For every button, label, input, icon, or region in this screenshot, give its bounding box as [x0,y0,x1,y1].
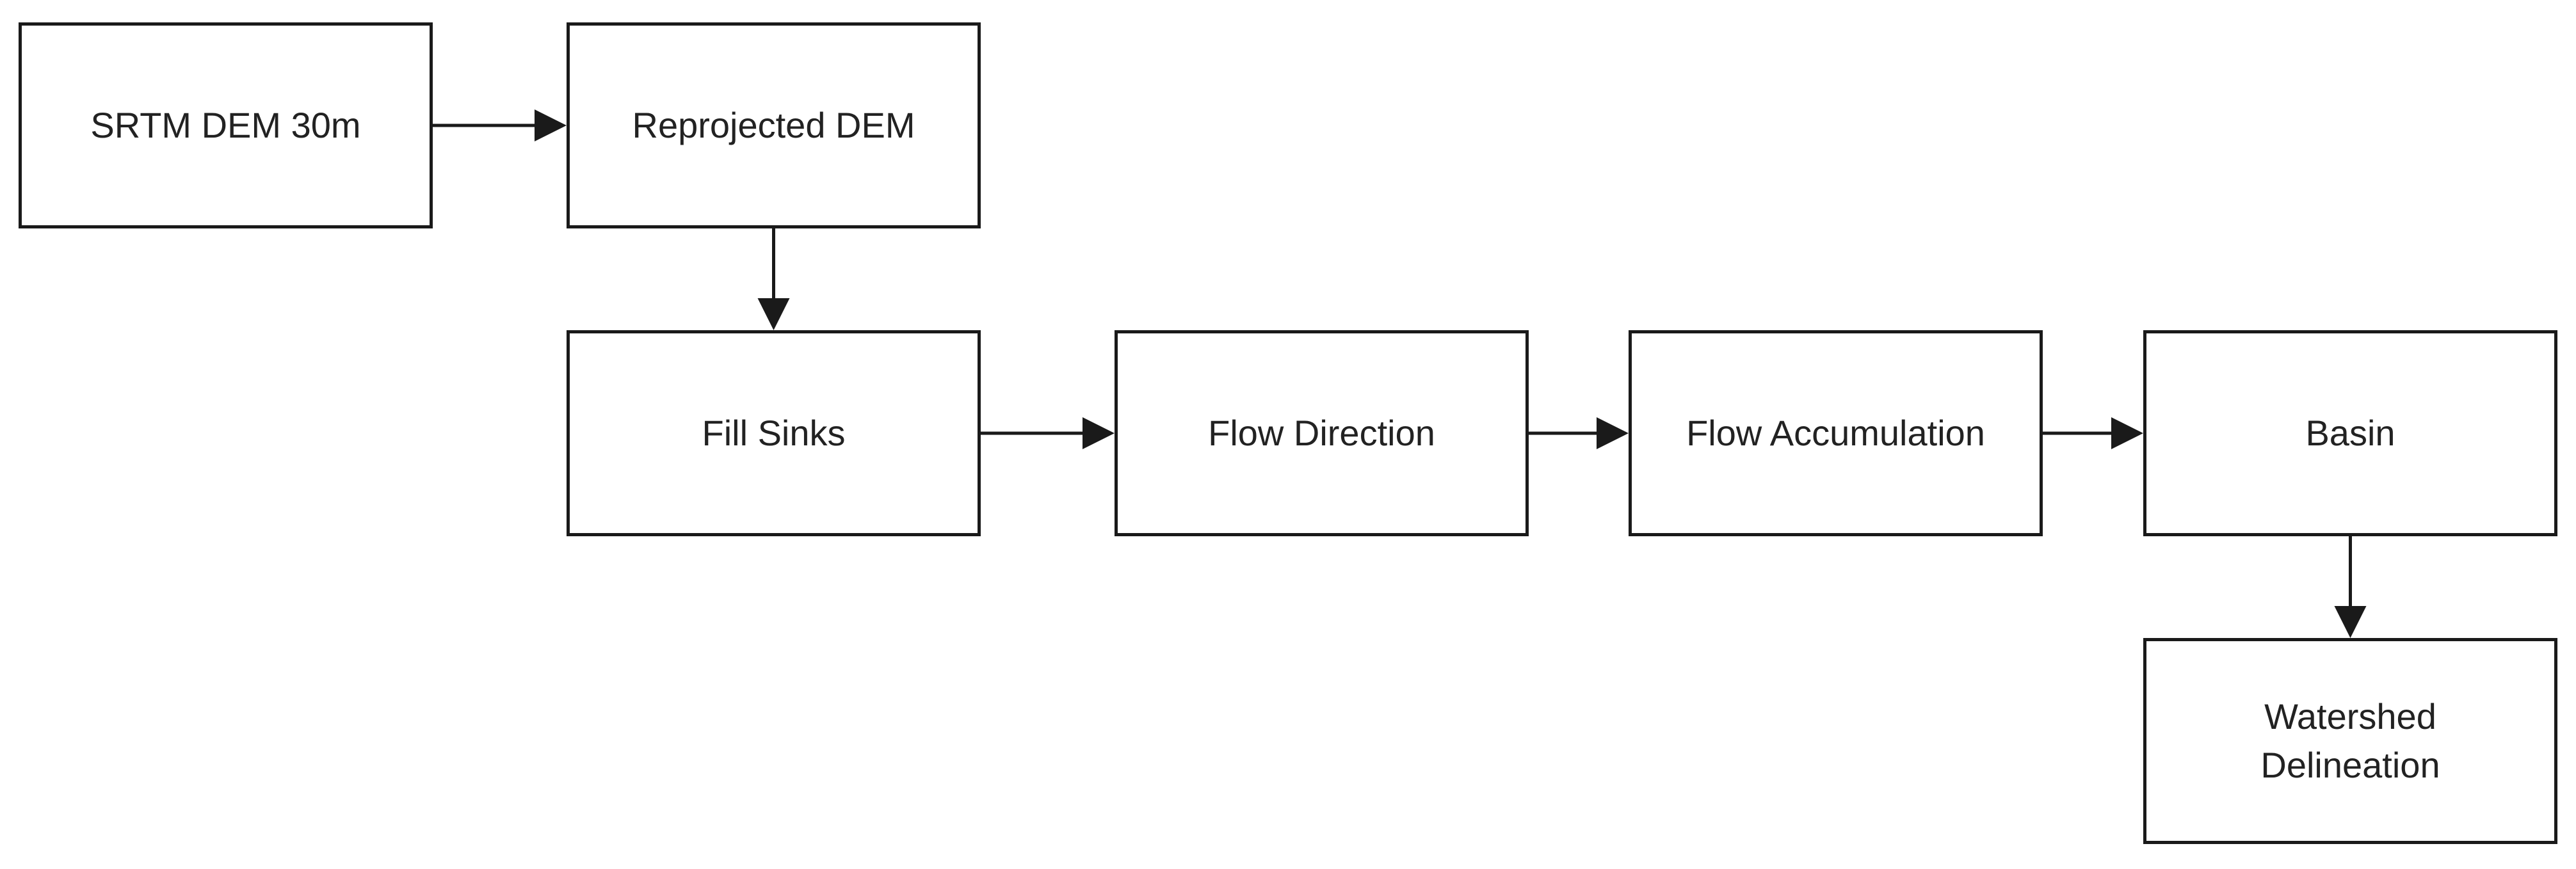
node-fill-sinks: Fill Sinks [567,330,981,536]
node-reprojected-dem-label: Reprojected DEM [632,105,915,145]
node-srtm-dem: SRTM DEM 30m [19,22,433,228]
node-flow-direction: Flow Direction [1115,330,1529,536]
node-reprojected-dem: Reprojected DEM [567,22,981,228]
node-watershed-delineation: Watershed Delineation [2143,638,2557,844]
node-flow-accumulation: Flow Accumulation [1629,330,2043,536]
node-basin: Basin [2143,330,2557,536]
node-srtm-dem-label: SRTM DEM 30m [90,105,361,145]
node-flow-direction-label: Flow Direction [1208,413,1435,453]
node-flow-accumulation-label: Flow Accumulation [1686,413,1985,453]
node-basin-label: Basin [2305,413,2395,453]
node-watershed-delineation-label: Watershed Delineation [2260,696,2440,785]
node-fill-sinks-label: Fill Sinks [702,413,846,453]
